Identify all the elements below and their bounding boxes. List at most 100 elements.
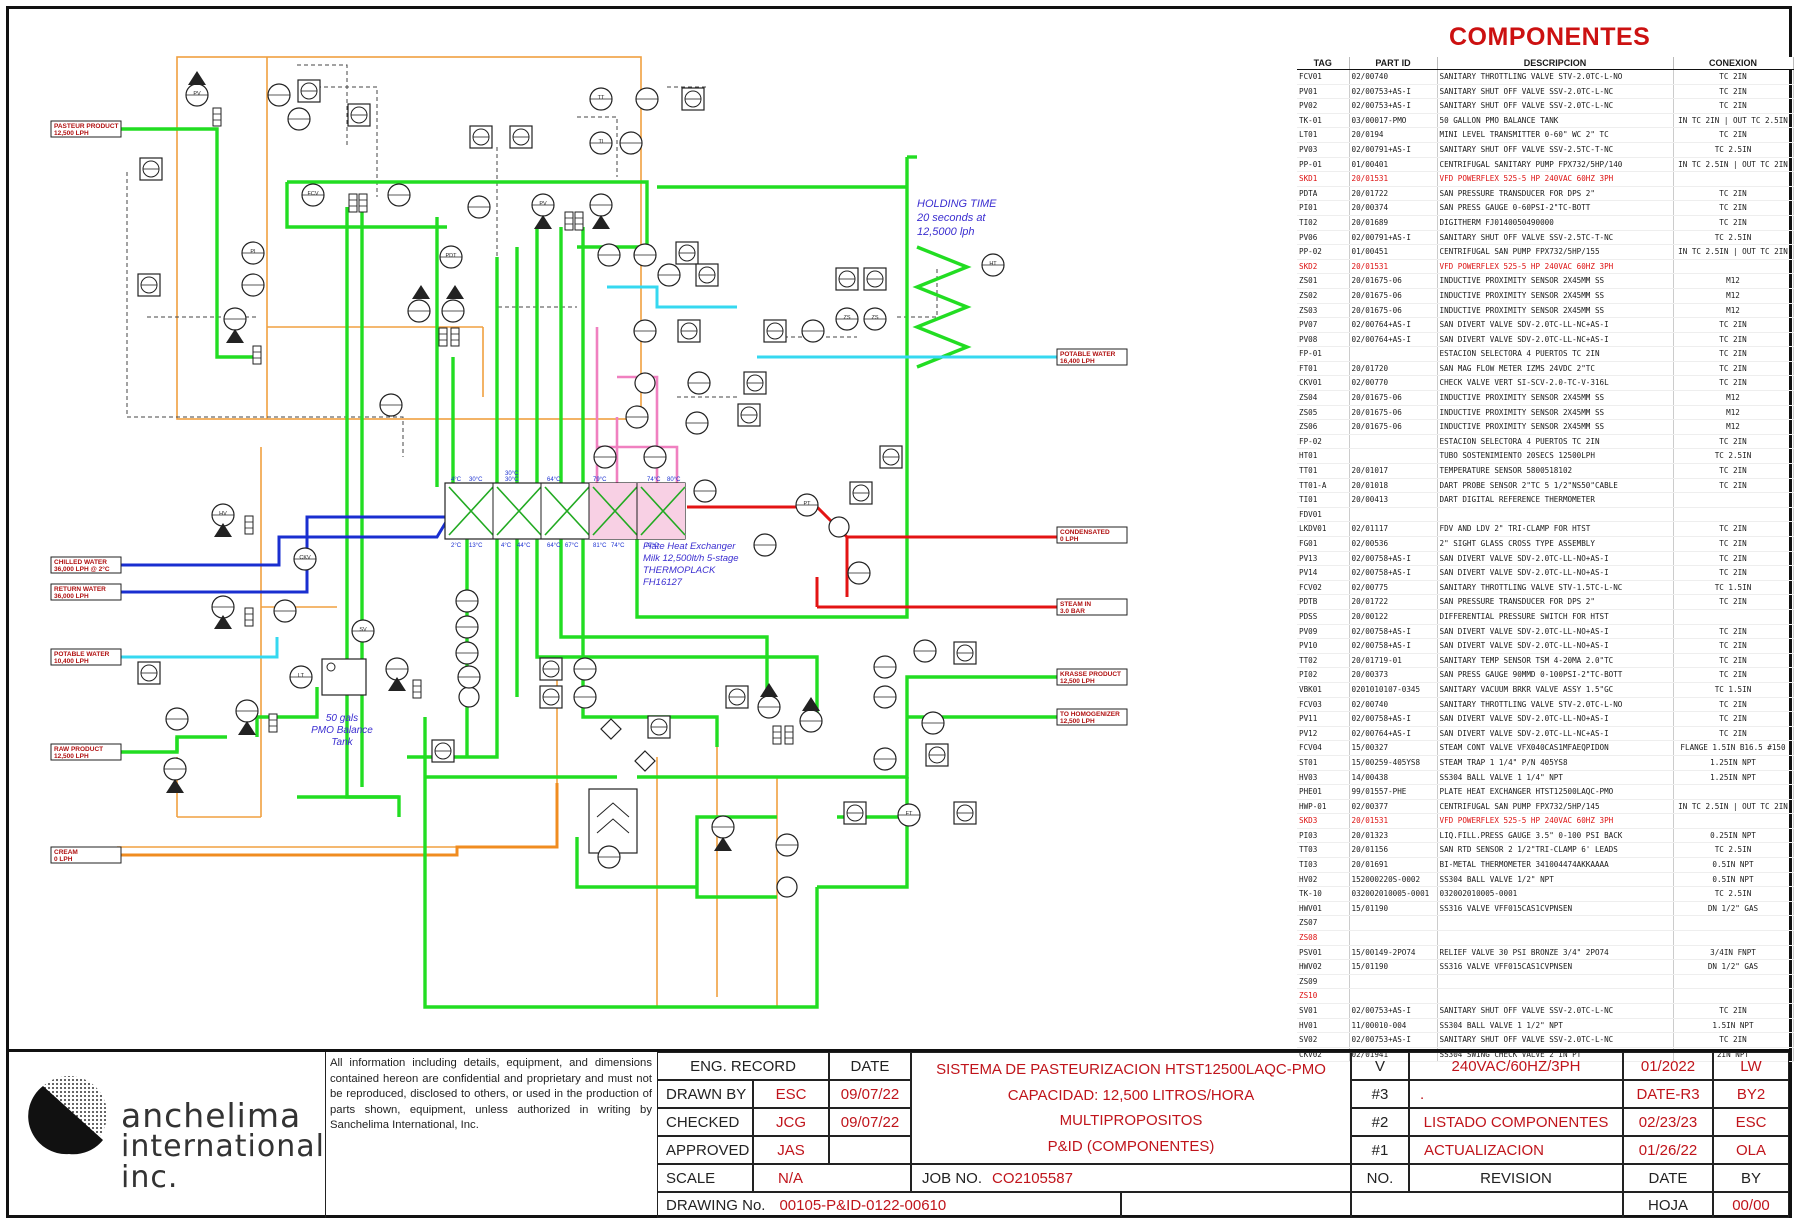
component-tag: HV03 [1297, 770, 1350, 786]
component-tag: ZS06 [1297, 419, 1350, 435]
component-tag: PSV01 [1297, 945, 1350, 961]
component-tag: HV02 [1297, 872, 1350, 888]
phe-temp: 80°C [667, 477, 681, 483]
component-descripcion: SANITARY SHUT OFF VALVE SSV-2.0TC-L-NC [1437, 1032, 1674, 1048]
rev-by: LW [1713, 1052, 1789, 1080]
component-part-id: 20/01722 [1349, 594, 1438, 610]
svg-text:PT: PT [803, 501, 811, 507]
drawing-number-label: DRAWING No. [666, 1196, 766, 1214]
component-tag: PV09 [1297, 624, 1350, 640]
title-line-4: P&ID (COMPONENTES) [1047, 1137, 1215, 1155]
svg-text:12,5000 lph: 12,5000 lph [917, 226, 975, 238]
col-part-id: PART ID [1349, 57, 1438, 70]
component-descripcion: RELIEF VALVE 30 PSI BRONZE 3/4" 2PO74 [1437, 945, 1674, 961]
job-number-label: JOB NO. [922, 1169, 983, 1187]
svg-text:Milk 12,500lt/h 5-stage: Milk 12,500lt/h 5-stage [643, 553, 739, 564]
component-descripcion: SANITARY VACUUM BRKR VALVE ASSY 1.5"GC [1437, 682, 1674, 698]
component-tag: HT01 [1297, 448, 1350, 465]
logo-text: anchelima international inc. [121, 1096, 325, 1195]
phe-temp: 74°C [647, 477, 661, 483]
component-conexion: TC 2IN [1673, 434, 1794, 450]
component-descripcion: SS304 BALL VALVE 1/2" NPT [1437, 872, 1674, 888]
component-descripcion: INDUCTIVE PROXIMITY SENSOR 2X45MM SS [1437, 273, 1674, 289]
component-row: FDV01 [1297, 507, 1794, 523]
component-conexion [1673, 988, 1794, 1004]
svg-text:CREAM: CREAM [54, 849, 78, 856]
component-part-id: 02/01117 [1349, 521, 1438, 537]
potable-water-lines [121, 285, 1057, 659]
component-part-id: 20/00122 [1349, 609, 1438, 625]
component-tag: SKD2 [1297, 259, 1350, 275]
component-part-id: 02/00770 [1349, 375, 1438, 392]
component-conexion [1673, 171, 1794, 187]
component-descripcion [1437, 974, 1674, 990]
component-conexion: 3/4IN FNPT [1673, 945, 1794, 961]
component-conexion: M12 [1673, 419, 1794, 435]
component-conexion: TC 2IN [1673, 127, 1794, 143]
component-conexion: M12 [1673, 288, 1794, 304]
rev-date-header: DATE [1623, 1164, 1713, 1192]
svg-text:12,500 LPH: 12,500 LPH [54, 753, 89, 760]
component-part-id: 20/01018 [1349, 478, 1438, 494]
component-tag: FP-02 [1297, 434, 1350, 450]
svg-text:Plate Heat Exchanger: Plate Heat Exchanger [643, 541, 736, 552]
svg-text:3.0 BAR: 3.0 BAR [1060, 608, 1085, 615]
component-conexion: TC 2IN [1673, 84, 1794, 100]
rev-by: BY2 [1713, 1080, 1789, 1108]
component-conexion: IN TC 2.5IN | OUT TC 2IN [1673, 799, 1794, 815]
component-tag: FDV01 [1297, 507, 1350, 523]
left-stream-labels: PASTEUR PRODUCT 12,500 LPH CHILLED WATER… [50, 120, 122, 864]
component-part-id: 02/00758+AS-I [1349, 565, 1438, 581]
phe-temp: 74°C [611, 543, 625, 549]
component-descripcion: TUBO SOSTENIMIENTO 20SECS 12500LPH [1437, 448, 1674, 465]
component-part-id [1349, 346, 1438, 362]
rev-text: . [1409, 1080, 1623, 1108]
component-descripcion: SANITARY TEMP SENSOR TSM 4-20MA 2.0"TC [1437, 653, 1674, 669]
component-conexion: TC 2IN [1673, 478, 1794, 494]
component-tag: FCV04 [1297, 740, 1350, 756]
component-part-id [1349, 434, 1438, 450]
component-descripcion: VFD POWERFLEX 525-5 HP 240VAC 60HZ 3PH [1437, 259, 1674, 275]
title-block: anchelima international inc. All informa… [9, 1049, 1789, 1218]
svg-text:KRASSE PRODUCT: KRASSE PRODUCT [1060, 671, 1121, 678]
component-descripcion: SANITARY SHUT OFF VALVE SSV-2.5TC-T-NC [1437, 142, 1674, 158]
component-conexion [1673, 609, 1794, 625]
component-part-id: 20/01531 [1349, 171, 1438, 187]
component-part-id [1349, 448, 1438, 465]
component-part-id: 03/00017-PMO [1349, 113, 1438, 129]
component-conexion: DN 1/2" GAS [1673, 959, 1794, 975]
component-tag: PV07 [1297, 317, 1350, 333]
component-conexion [1673, 915, 1794, 932]
svg-text:36,000 LPH @ 2°C: 36,000 LPH @ 2°C [54, 565, 110, 573]
component-descripcion: CENTRIFUGAL SAN PUMP FPX732/5HP/155 [1437, 244, 1674, 260]
component-tag: PV08 [1297, 332, 1350, 348]
component-part-id: 20/01719-01 [1349, 653, 1438, 669]
component-descripcion: FDV AND LDV 2" TRI-CLAMP FOR HTST [1437, 521, 1674, 537]
component-part-id: 02/00775 [1349, 580, 1438, 596]
component-part-id: 02/00791+AS-I [1349, 142, 1438, 158]
component-descripcion: DART PROBE SENSOR 2"TC 5 1/2"NS50"CABLE [1437, 478, 1674, 494]
component-part-id: 02/00536 [1349, 536, 1438, 552]
svg-text:PI: PI [250, 249, 256, 255]
component-tag: PDTA [1297, 186, 1350, 202]
component-part-id: 02/00753+AS-I [1349, 1003, 1438, 1019]
component-descripcion: SANITARY THROTTLING VALVE STV-2.0TC-L-NO [1437, 697, 1674, 713]
component-descripcion [1437, 915, 1674, 932]
component-part-id: 15/00259-405YS8 [1349, 755, 1438, 771]
component-tag: FT01 [1297, 361, 1350, 377]
